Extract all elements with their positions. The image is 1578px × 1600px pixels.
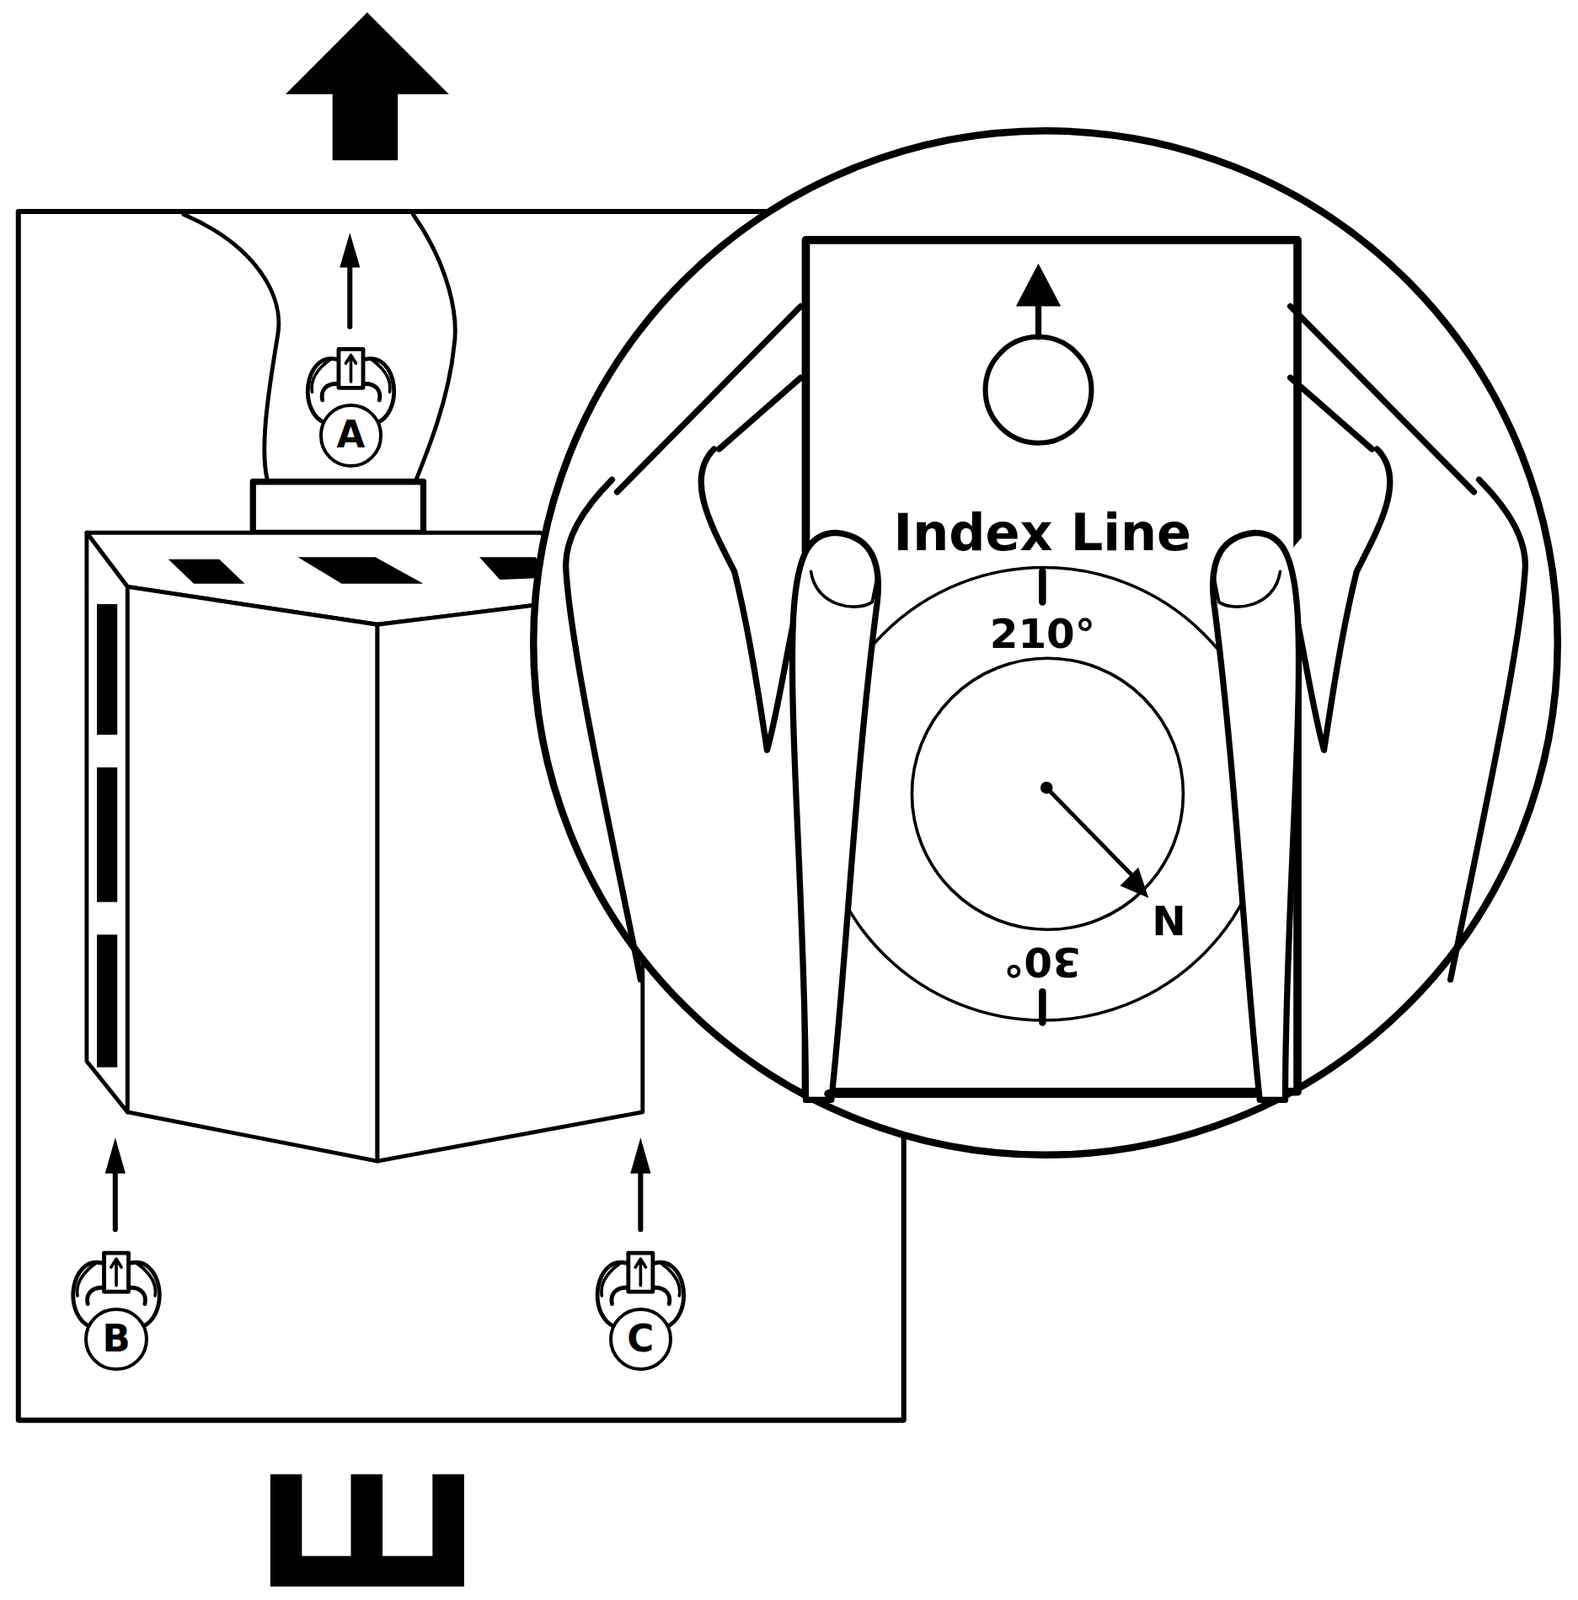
- callout-circle: A: [319, 403, 383, 467]
- bearing-label: 210°: [989, 613, 1096, 654]
- index-line-label: Index Line: [893, 507, 1193, 559]
- bearing-label: 30°: [1004, 941, 1082, 983]
- callout-circle: C: [609, 1307, 673, 1371]
- callout-letter: B: [101, 1321, 130, 1359]
- callout-letter: A: [336, 417, 366, 455]
- callout-letter: C: [626, 1321, 654, 1359]
- callout-circle: B: [84, 1307, 148, 1371]
- north-label: N: [1151, 900, 1187, 942]
